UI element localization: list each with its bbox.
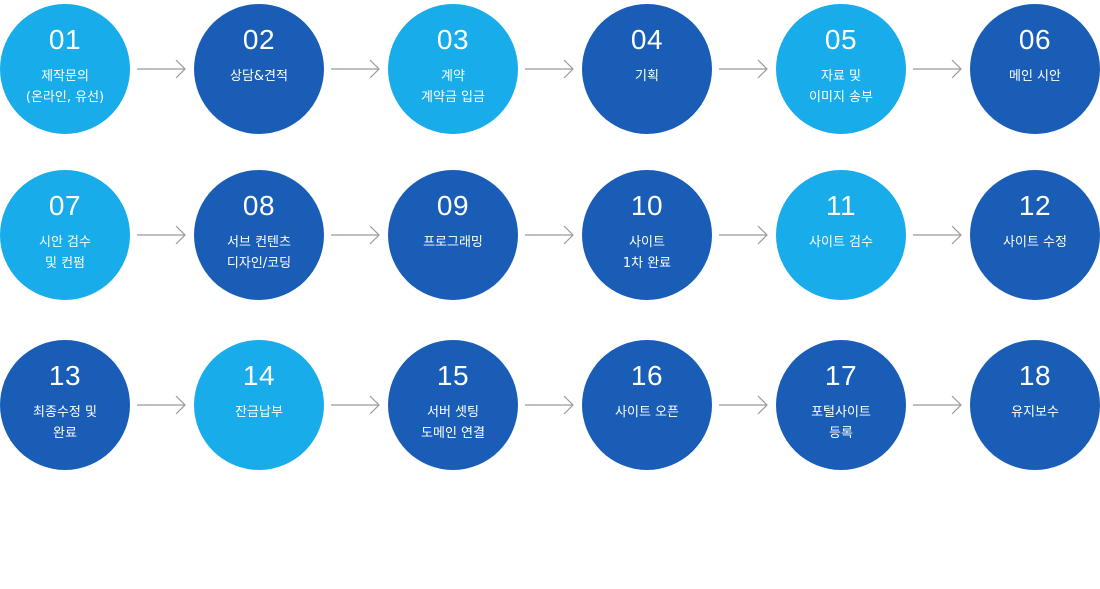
step-01: 01 제작문의 (온라인, 유선)	[0, 4, 130, 134]
step-16: 16 사이트 오픈	[582, 340, 712, 470]
step-label: 시안 검수 및 컨펌	[39, 235, 91, 271]
step-07: 07 시안 검수 및 컨펌	[0, 170, 130, 300]
step-15: 15 서버 셋팅 도메인 연결	[388, 340, 518, 470]
arrow-right-icon	[331, 59, 381, 79]
step-number: 15	[436, 360, 470, 391]
step-number: 09	[436, 190, 470, 221]
step-label: 포털사이트 등록	[811, 405, 871, 441]
step-label: 자료 및 이미지 송부	[809, 69, 873, 105]
step-05: 05 자료 및 이미지 송부	[776, 4, 906, 134]
step-number: 03	[436, 24, 470, 55]
step-12: 12 사이트 수정	[970, 170, 1100, 300]
step-label: 기획	[635, 69, 659, 84]
step-08: 08 서브 컨텐츠 디자인/코딩	[194, 170, 324, 300]
step-18: 18 유지보수	[970, 340, 1100, 470]
step-number: 10	[630, 190, 664, 221]
step-number: 05	[824, 24, 858, 55]
arrow-right-icon	[525, 225, 575, 245]
step-label: 서버 셋팅 도메인 연결	[421, 405, 485, 441]
step-10: 10 사이트 1차 완료	[582, 170, 712, 300]
step-number: 02	[242, 24, 276, 55]
step-label: 계약 계약금 입금	[421, 69, 485, 105]
arrow-right-icon	[913, 59, 963, 79]
step-label: 제작문의 (온라인, 유선)	[25, 69, 105, 105]
arrow-right-icon	[719, 225, 769, 245]
arrow-right-icon	[331, 225, 381, 245]
step-13: 13 최종수정 및 완료	[0, 340, 130, 470]
step-03: 03 계약 계약금 입금	[388, 4, 518, 134]
step-label: 잔금납부	[235, 405, 283, 420]
arrow-right-icon	[137, 59, 187, 79]
step-number: 01	[48, 24, 82, 55]
step-02: 02 상담&견적	[194, 4, 324, 134]
step-label: 사이트 오픈	[615, 405, 679, 420]
step-number: 04	[630, 24, 664, 55]
step-label: 프로그래밍	[423, 235, 483, 250]
arrow-right-icon	[913, 395, 963, 415]
step-number: 12	[1018, 190, 1052, 221]
step-number: 11	[825, 190, 857, 221]
step-number: 08	[242, 190, 276, 221]
step-number: 14	[242, 360, 276, 391]
arrow-right-icon	[719, 59, 769, 79]
arrow-right-icon	[525, 59, 575, 79]
arrow-right-icon	[719, 395, 769, 415]
step-number: 07	[48, 190, 82, 221]
arrow-right-icon	[137, 395, 187, 415]
step-06: 06 메인 시안	[970, 4, 1100, 134]
step-17: 17 포털사이트 등록	[776, 340, 906, 470]
step-label: 서브 컨텐츠 디자인/코딩	[226, 235, 292, 271]
step-number: 18	[1018, 360, 1052, 391]
step-14: 14 잔금납부	[194, 340, 324, 470]
step-04: 04 기획	[582, 4, 712, 134]
arrow-right-icon	[137, 225, 187, 245]
step-11: 11 사이트 검수	[776, 170, 906, 300]
step-label: 최종수정 및 완료	[33, 405, 97, 441]
step-number: 16	[630, 360, 664, 391]
step-number: 13	[48, 360, 82, 391]
step-09: 09 프로그래밍	[388, 170, 518, 300]
arrow-right-icon	[331, 395, 381, 415]
step-label: 사이트 1차 완료	[622, 235, 672, 271]
step-label: 사이트 수정	[1003, 235, 1067, 250]
step-label: 유지보수	[1011, 405, 1059, 420]
step-label: 메인 시안	[1009, 69, 1061, 84]
arrow-right-icon	[525, 395, 575, 415]
step-label: 사이트 검수	[809, 235, 873, 250]
arrow-right-icon	[913, 225, 963, 245]
step-number: 17	[824, 360, 858, 391]
step-number: 06	[1018, 24, 1052, 55]
step-label: 상담&견적	[230, 69, 288, 84]
